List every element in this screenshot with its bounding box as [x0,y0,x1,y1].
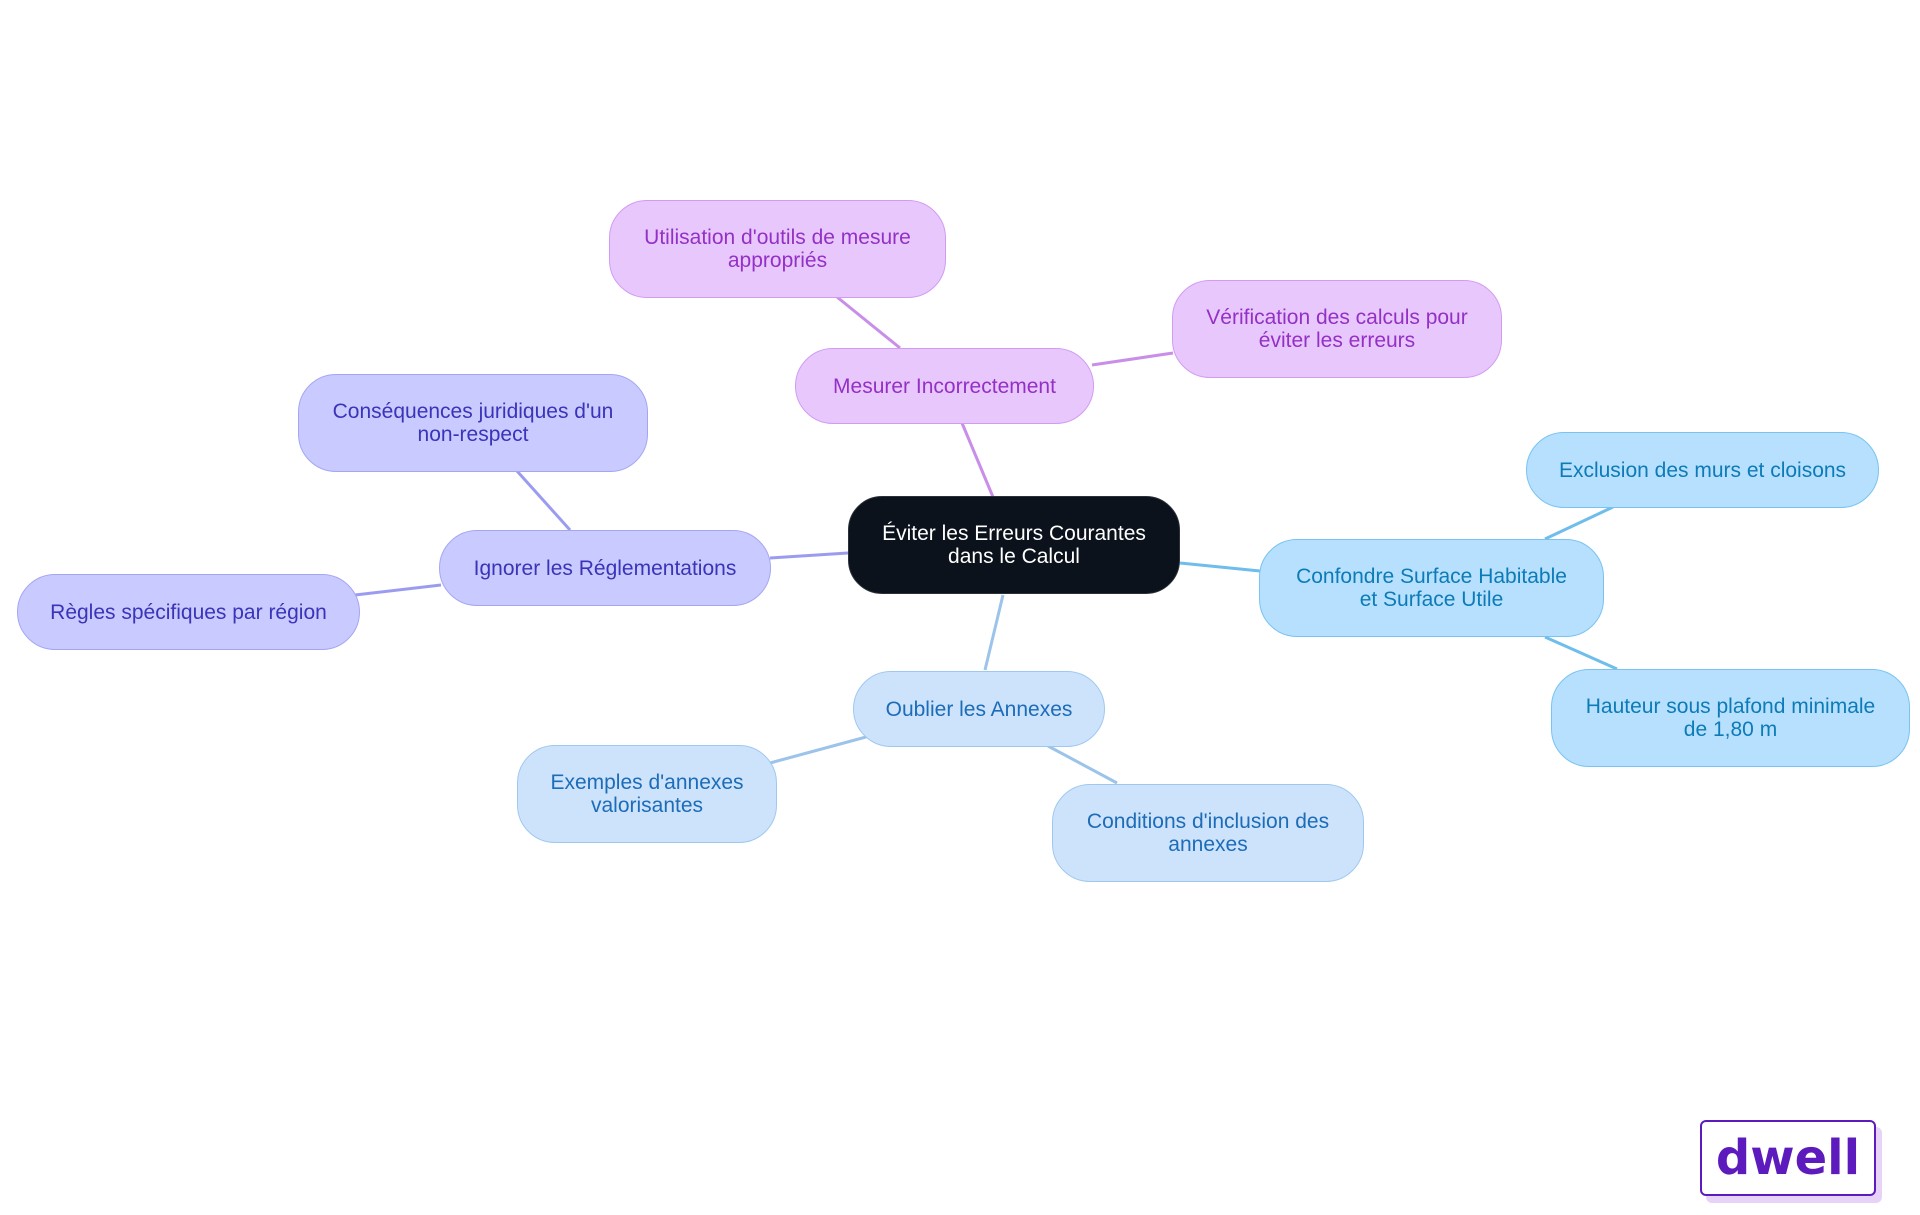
edge-ignorer-consequences [515,469,572,532]
root-node-label: Éviter les Erreurs Courantes dans le Cal… [882,522,1146,568]
edge-ignorer-regles [354,583,442,597]
root-node[interactable]: Éviter les Erreurs Courantes dans le Cal… [848,496,1180,594]
branch-node-ignorer-label: Ignorer les Réglementations [473,556,737,580]
leaf-node-consequences-juridiques-label: Conséquences juridiques d'un non-respect [332,400,614,446]
branch-node-mesurer[interactable]: Mesurer Incorrectement [795,348,1094,424]
dwell-logo-text: dwell [1716,1130,1860,1186]
edge-oublier-conditions [1047,744,1118,785]
leaf-node-hauteur-plafond-label: Hauteur sous plafond minimale de 1,80 m [1585,695,1876,741]
branch-node-confondre[interactable]: Confondre Surface Habitable et Surface U… [1259,539,1604,637]
branch-node-mesurer-label: Mesurer Incorrectement [833,374,1056,398]
edge-root-ignorer [769,551,849,560]
leaf-node-exclusion-murs-label: Exclusion des murs et cloisons [1558,458,1847,482]
branch-node-oublier-label: Oublier les Annexes [885,697,1073,721]
branch-node-confondre-label: Confondre Surface Habitable et Surface U… [1296,565,1567,611]
leaf-node-outils-mesure[interactable]: Utilisation d'outils de mesure approprié… [609,200,946,298]
edge-root-mesurer [960,422,995,498]
leaf-node-verification-calculs-label: Vérification des calculs pour éviter les… [1206,306,1468,352]
branch-node-oublier[interactable]: Oublier les Annexes [853,671,1105,747]
leaf-node-regles-region-label: Règles spécifiques par région [50,600,327,624]
branch-node-ignorer[interactable]: Ignorer les Réglementations [439,530,771,606]
edge-mesurer-outils [836,295,901,350]
leaf-node-exclusion-murs[interactable]: Exclusion des murs et cloisons [1526,432,1879,508]
leaf-node-outils-mesure-label: Utilisation d'outils de mesure approprié… [644,226,911,272]
dwell-logo-wordmark: dwell [1716,1130,1860,1186]
leaf-node-conditions-inclusion-label: Conditions d'inclusion des annexes [1086,810,1330,856]
edge-oublier-exemples [769,735,867,765]
edge-root-confondre [1179,561,1261,573]
leaf-node-exemples-annexes[interactable]: Exemples d'annexes valorisantes [517,745,777,843]
edge-confondre-exclusion [1544,505,1614,541]
leaf-node-regles-region[interactable]: Règles spécifiques par région [17,574,360,650]
dwell-logo: dwell [1700,1120,1876,1196]
leaf-node-hauteur-plafond[interactable]: Hauteur sous plafond minimale de 1,80 m [1551,669,1910,767]
edge-mesurer-verification [1091,351,1174,367]
leaf-node-exemples-annexes-label: Exemples d'annexes valorisantes [550,771,744,817]
leaf-node-conditions-inclusion[interactable]: Conditions d'inclusion des annexes [1052,784,1364,882]
leaf-node-consequences-juridiques[interactable]: Conséquences juridiques d'un non-respect [298,374,648,472]
edge-confondre-hauteur [1544,635,1618,671]
edge-root-oublier [983,594,1005,671]
leaf-node-verification-calculs[interactable]: Vérification des calculs pour éviter les… [1172,280,1502,378]
